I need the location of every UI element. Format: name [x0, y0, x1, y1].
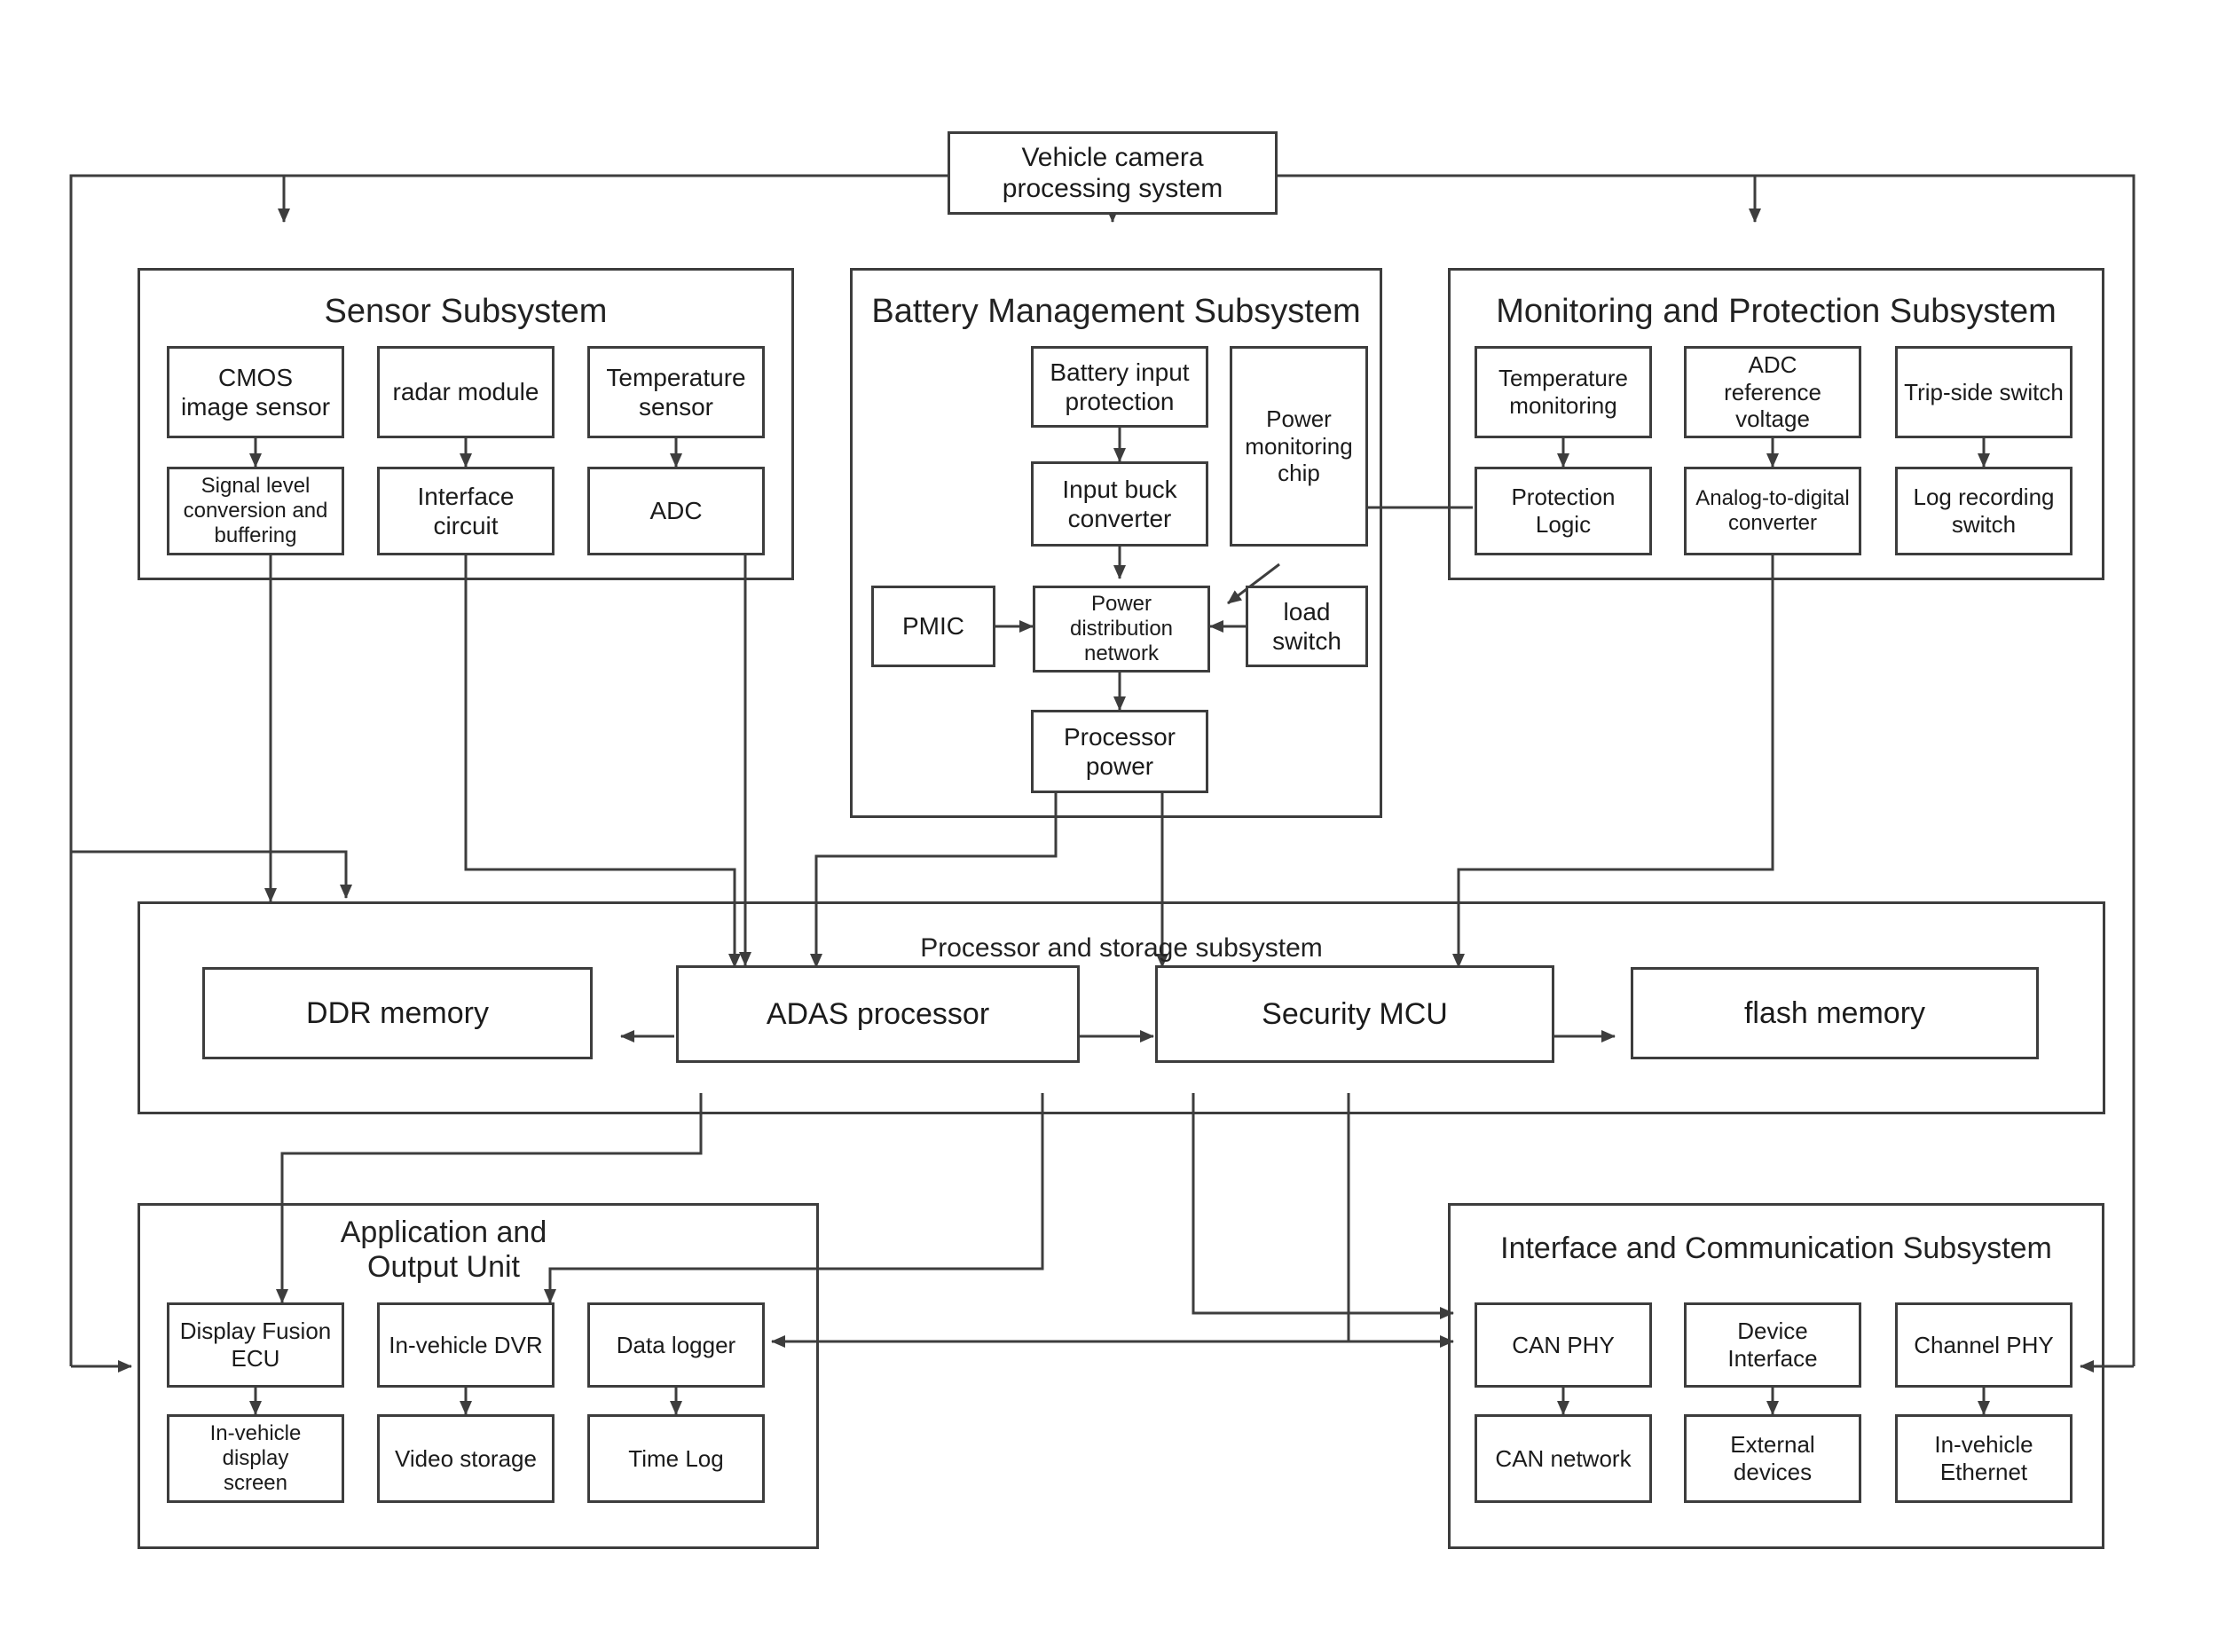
node-interface-circuit[interactable]: Interface circuit	[377, 467, 554, 555]
node-external-devices-label: External devices	[1730, 1431, 1815, 1485]
node-processor-power-label: Processor power	[1063, 722, 1176, 780]
node-analog-to-digital-converter-label: Analog-to-digital converter	[1695, 485, 1850, 535]
node-data-logger-label: Data logger	[616, 1331, 736, 1358]
node-cmos-image-sensor-label: CMOS image sensor	[180, 363, 331, 421]
root-node-label: Vehicle camera processing system	[1002, 142, 1223, 203]
node-power-distribution-network-label: Power distribution network	[1069, 591, 1174, 666]
node-protection-logic[interactable]: Protection Logic	[1475, 467, 1652, 555]
node-protection-logic-label: Protection Logic	[1511, 484, 1616, 538]
node-processor-power[interactable]: Processor power	[1031, 710, 1208, 793]
node-temperature-monitoring[interactable]: Temperature monitoring	[1475, 346, 1652, 438]
group-sensor-subsystem	[138, 268, 794, 580]
group-application-and-output-unit	[138, 1203, 819, 1549]
node-adas-processor[interactable]: ADAS processor	[676, 965, 1080, 1063]
node-power-distribution-network[interactable]: Power distribution network	[1033, 586, 1210, 673]
group-battery-management-subsystem-title: Battery Management Subsystem	[871, 293, 1361, 330]
node-log-recording-switch[interactable]: Log recording switch	[1895, 467, 2072, 555]
node-load-switch[interactable]: load switch	[1246, 586, 1368, 667]
node-in-vehicle-dvr-label: In-vehicle DVR	[389, 1331, 543, 1358]
node-display-fusion-ecu[interactable]: Display Fusion ECU	[167, 1302, 344, 1388]
node-channel-phy-label: Channel PHY	[1914, 1331, 2054, 1358]
node-can-phy[interactable]: CAN PHY	[1475, 1302, 1652, 1388]
group-monitoring-and-protection-subsystem-title: Monitoring and Protection Subsystem	[1496, 293, 2057, 330]
node-radar-module[interactable]: radar module	[377, 346, 554, 438]
node-video-storage-label: Video storage	[395, 1444, 537, 1472]
node-flash-memory-label: flash memory	[1743, 995, 1926, 1030]
node-in-vehicle-ethernet-label: In-vehicle Ethernet	[1934, 1431, 2033, 1485]
node-video-storage[interactable]: Video storage	[377, 1414, 554, 1503]
node-power-monitoring-chip[interactable]: Power monitoring chip	[1230, 346, 1368, 547]
node-security-mcu[interactable]: Security MCU	[1155, 965, 1554, 1063]
node-time-log[interactable]: Time Log	[587, 1414, 765, 1503]
group-processor-and-storage-subsystem-title: Processor and storage subsystem	[920, 933, 1323, 963]
node-time-log-label: Time Log	[628, 1444, 724, 1472]
node-cmos-image-sensor[interactable]: CMOS image sensor	[167, 346, 344, 438]
node-adc-label: ADC	[649, 497, 703, 525]
group-application-and-output-unit-title: Application and Output Unit	[340, 1215, 547, 1285]
node-temperature-sensor[interactable]: Temperature sensor	[587, 346, 765, 438]
node-signal-level-conversion-label: Signal level conversion and buffering	[183, 473, 328, 548]
node-load-switch-label: load switch	[1272, 597, 1341, 655]
node-can-phy-label: CAN PHY	[1512, 1331, 1615, 1358]
node-in-vehicle-display-screen-label: In-vehicle display screen	[209, 1420, 302, 1496]
node-data-logger[interactable]: Data logger	[587, 1302, 765, 1388]
node-battery-input-protection[interactable]: Battery input protection	[1031, 346, 1208, 428]
node-in-vehicle-ethernet[interactable]: In-vehicle Ethernet	[1895, 1414, 2072, 1503]
node-ddr-memory-label: DDR memory	[306, 995, 489, 1030]
node-can-network-label: CAN network	[1495, 1444, 1632, 1472]
root-node-vehicle-camera-processing-system[interactable]: Vehicle camera processing system	[948, 131, 1278, 215]
node-interface-circuit-label: Interface circuit	[417, 482, 515, 539]
node-in-vehicle-dvr[interactable]: In-vehicle DVR	[377, 1302, 554, 1388]
node-adc-reference-voltage[interactable]: ADC reference voltage	[1684, 346, 1861, 438]
node-pmic[interactable]: PMIC	[871, 586, 995, 667]
node-security-mcu-label: Security MCU	[1262, 996, 1448, 1031]
node-ddr-memory[interactable]: DDR memory	[202, 967, 593, 1059]
group-battery-management-subsystem	[850, 268, 1382, 818]
node-device-interface[interactable]: Device Interface	[1684, 1302, 1861, 1388]
node-adc[interactable]: ADC	[587, 467, 765, 555]
node-trip-side-switch[interactable]: Trip-side switch	[1895, 346, 2072, 438]
group-processor-and-storage-subsystem	[138, 901, 2105, 1114]
node-input-buck-converter-label: Input buck converter	[1062, 475, 1177, 532]
group-sensor-subsystem-title: Sensor Subsystem	[324, 293, 608, 330]
group-interface-and-communication-subsystem-title: Interface and Communication Subsystem	[1500, 1231, 2052, 1265]
node-pmic-label: PMIC	[902, 612, 964, 641]
node-temperature-monitoring-label: Temperature monitoring	[1498, 365, 1628, 419]
node-external-devices[interactable]: External devices	[1684, 1414, 1861, 1503]
node-display-fusion-ecu-label: Display Fusion ECU	[179, 1318, 332, 1372]
node-radar-module-label: radar module	[392, 378, 539, 406]
node-adc-reference-voltage-label: ADC reference voltage	[1724, 350, 1821, 433]
node-device-interface-label: Device Interface	[1727, 1318, 1818, 1372]
node-flash-memory[interactable]: flash memory	[1631, 967, 2039, 1059]
node-adas-processor-label: ADAS processor	[766, 996, 990, 1031]
node-temperature-sensor-label: Temperature sensor	[606, 363, 746, 421]
node-in-vehicle-display-screen[interactable]: In-vehicle display screen	[167, 1414, 344, 1503]
node-signal-level-conversion-and-buffering[interactable]: Signal level conversion and buffering	[167, 467, 344, 555]
node-input-buck-converter[interactable]: Input buck converter	[1031, 461, 1208, 547]
node-power-monitoring-chip-label: Power monitoring chip	[1245, 405, 1353, 487]
node-analog-to-digital-converter[interactable]: Analog-to-digital converter	[1684, 467, 1861, 555]
node-can-network[interactable]: CAN network	[1475, 1414, 1652, 1503]
node-channel-phy[interactable]: Channel PHY	[1895, 1302, 2072, 1388]
group-interface-and-communication-subsystem	[1448, 1203, 2104, 1549]
node-trip-side-switch-label: Trip-side switch	[1904, 378, 2064, 405]
node-log-recording-switch-label: Log recording switch	[1913, 484, 2055, 538]
node-battery-input-protection-label: Battery input protection	[1050, 358, 1190, 415]
group-monitoring-and-protection-subsystem	[1448, 268, 2104, 580]
